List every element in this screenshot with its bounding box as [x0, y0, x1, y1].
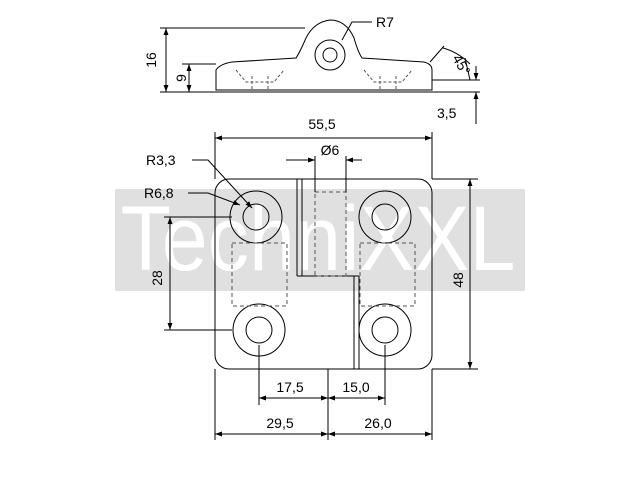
watermark-text: TechniXXL — [121, 188, 516, 290]
dim-hole-spacing-label: 28 — [149, 270, 165, 286]
side-view — [160, 19, 480, 124]
dim-pin-diameter-label: Ø6 — [321, 142, 340, 158]
dim-overall-width-label: 55,5 — [308, 116, 335, 132]
dim-hole-right-x-label: 15,0 — [342, 379, 369, 395]
plan-hidden-lines — [231, 191, 416, 307]
hinge-outline — [214, 178, 433, 370]
watermark-band — [115, 189, 525, 291]
plan-view — [164, 132, 478, 440]
dim-leaf-right-label: 26,0 — [364, 415, 391, 431]
dim-hole-left-x-label: 17,5 — [276, 379, 303, 395]
side-view-pin-hole — [322, 47, 338, 63]
dim-top-offset-label: 3,5 — [437, 105, 457, 121]
dim-overall-height-label: 48 — [450, 272, 466, 288]
dim-hole-radius-label: R3,3 — [146, 152, 176, 168]
dim-top-radius-label: R7 — [376, 14, 394, 30]
watermark: TechniXXL — [115, 188, 525, 291]
side-view-knuckle-outer — [314, 39, 346, 71]
side-view-hidden-holes — [235, 69, 413, 90]
dim-top-height-label: 16 — [143, 52, 159, 68]
dim-top-angle-label: 45° — [449, 52, 473, 78]
dim-counterbore-radius-label: R6,8 — [144, 185, 174, 201]
dim-leaf-left-label: 29,5 — [266, 415, 293, 431]
dim-top-plate-label: 9 — [173, 74, 189, 82]
side-view-profile — [215, 19, 433, 91]
